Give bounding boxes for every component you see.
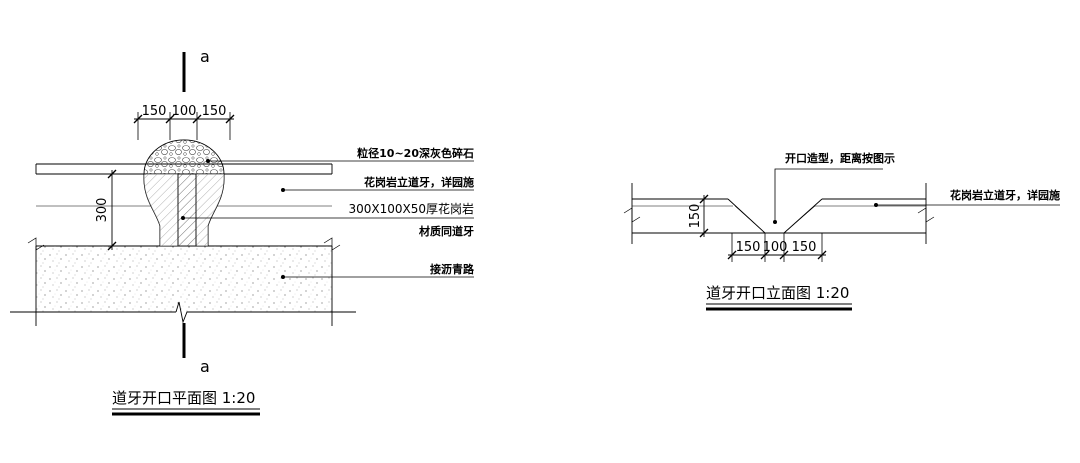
elev-dim-left-150: 150 <box>688 204 703 229</box>
callout-gravel: 粒径10~20深灰色碎石 <box>357 146 474 160</box>
plan-title: 道牙开口平面图 1:20 <box>112 389 255 407</box>
section-label-top: a <box>200 47 210 66</box>
callout-opening: 开口造型，距离按图示 <box>785 151 895 165</box>
elevation-title: 道牙开口立面图 1:20 <box>706 284 849 302</box>
elev-dimension-bottom: 150 100 150 <box>727 233 827 262</box>
callout-curb: 花岗岩立道牙，详园施 <box>364 175 474 189</box>
dimension-top: 150 100 150 <box>133 104 235 140</box>
asphalt-outline <box>10 237 356 326</box>
curb-elevation <box>623 183 935 244</box>
elev-dim-bottom-2: 100 <box>763 240 788 255</box>
granite-block-hatch <box>178 174 196 246</box>
elev-dim-bottom-3: 150 <box>792 240 817 255</box>
plan-leaders <box>181 159 474 279</box>
dimension-left: 300 <box>95 169 160 251</box>
dim-top-1: 150 <box>142 104 167 119</box>
callout-granite-block: 300X100X50厚花岗岩 <box>348 201 474 216</box>
callout-elev-curb: 花岗岩立道牙，详园施 <box>950 188 1060 202</box>
elevation-leaders <box>773 168 1060 224</box>
section-label-bottom: a <box>200 357 210 376</box>
callout-same-material: 材质同道牙 <box>419 224 474 238</box>
callout-asphalt: 接沥青路 <box>430 262 475 276</box>
elevation-view: 150 150 100 150 开口造型，距离按图示 花岗岩立道牙，详园施 <box>623 151 1060 311</box>
dim-top-2: 100 <box>172 104 197 119</box>
dim-top-3: 150 <box>202 104 227 119</box>
asphalt-area <box>36 246 332 312</box>
plan-view: a a 150 100 150 <box>10 47 475 416</box>
dim-left-300: 300 <box>95 198 110 223</box>
elev-dim-bottom-1: 150 <box>736 240 761 255</box>
elev-dimension-left: 150 <box>688 194 728 238</box>
